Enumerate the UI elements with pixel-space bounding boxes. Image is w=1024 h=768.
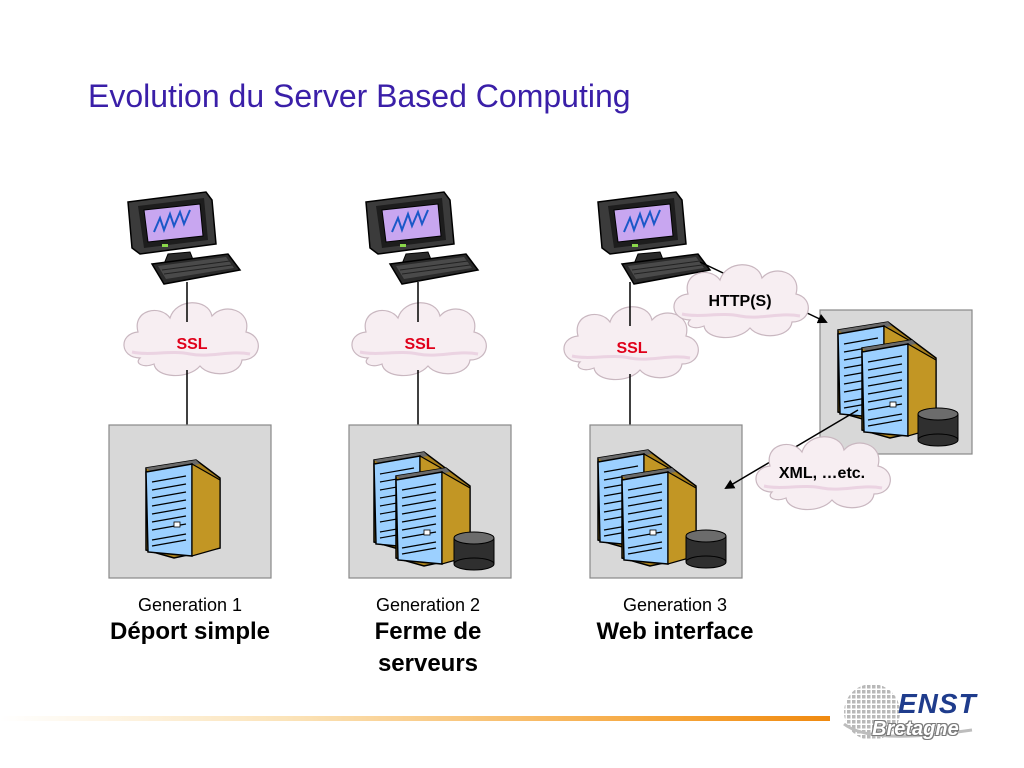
gen2-name-line1: Ferme de (374, 618, 482, 645)
gen1-workstation-icon (127, 191, 241, 285)
gen1-server-icon (145, 459, 221, 559)
https-label: HTTP(S) (708, 293, 771, 310)
gen2-label: Generation 2 (375, 595, 481, 615)
gen1-ssl-label: SSL (176, 336, 207, 353)
slide-title: Evolution du Server Based Computing (88, 78, 631, 114)
gen2-ssl-label: SSL (404, 336, 435, 353)
gen2-name-line2: serveurs (377, 650, 479, 677)
gen1-label: Generation 1 (137, 595, 243, 615)
xml-label: XML, …etc. (779, 465, 865, 482)
enst-logo-icon (843, 684, 973, 740)
gen3-ssl-label: SSL (616, 340, 647, 357)
gen2-caption: Generation 2 Ferme de serveurs (328, 594, 528, 680)
gen3-label: Generation 3 (622, 595, 728, 615)
gen2-workstation-icon (365, 191, 479, 285)
gen1-caption: Generation 1 Déport simple (90, 594, 290, 648)
logo-bretagne-text: Bretagne (872, 718, 959, 740)
gen3-name: Web interface (596, 618, 754, 645)
footer-divider (0, 716, 830, 721)
gen3-workstation-icon (597, 191, 711, 285)
logo-enst-text: ENST (898, 688, 977, 719)
gen1-name: Déport simple (109, 618, 271, 645)
gen3-caption: Generation 3 Web interface (565, 594, 785, 648)
